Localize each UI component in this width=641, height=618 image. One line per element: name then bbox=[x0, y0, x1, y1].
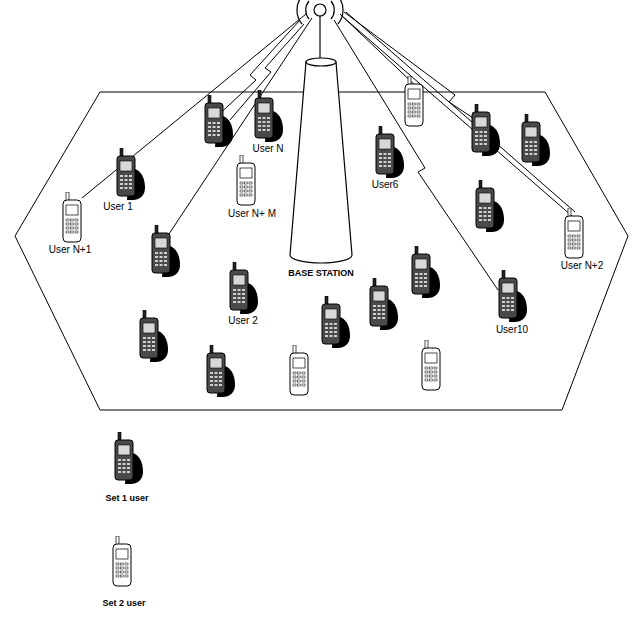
legend-text: Set 2 user bbox=[101, 597, 146, 609]
set2-phones bbox=[63, 76, 583, 395]
user-label: User6 bbox=[371, 179, 400, 191]
user-label: User 1 bbox=[102, 201, 133, 213]
set1-phones bbox=[117, 90, 550, 397]
legend-set2-icon bbox=[113, 536, 131, 586]
antenna bbox=[297, 0, 343, 60]
user-label: User10 bbox=[495, 324, 529, 336]
legend-set1-icon bbox=[115, 432, 143, 484]
user-label: User N+2 bbox=[560, 260, 605, 272]
user-label: User N+1 bbox=[48, 244, 93, 256]
station-label: BASE STATION bbox=[287, 267, 355, 279]
radio-links bbox=[82, 12, 575, 290]
user-label: User N bbox=[251, 143, 284, 155]
base-station-tower bbox=[290, 58, 352, 263]
user-label: User N+ M bbox=[227, 208, 277, 220]
user-label: User 2 bbox=[227, 315, 258, 327]
legend-text: Set 1 user bbox=[104, 492, 149, 504]
